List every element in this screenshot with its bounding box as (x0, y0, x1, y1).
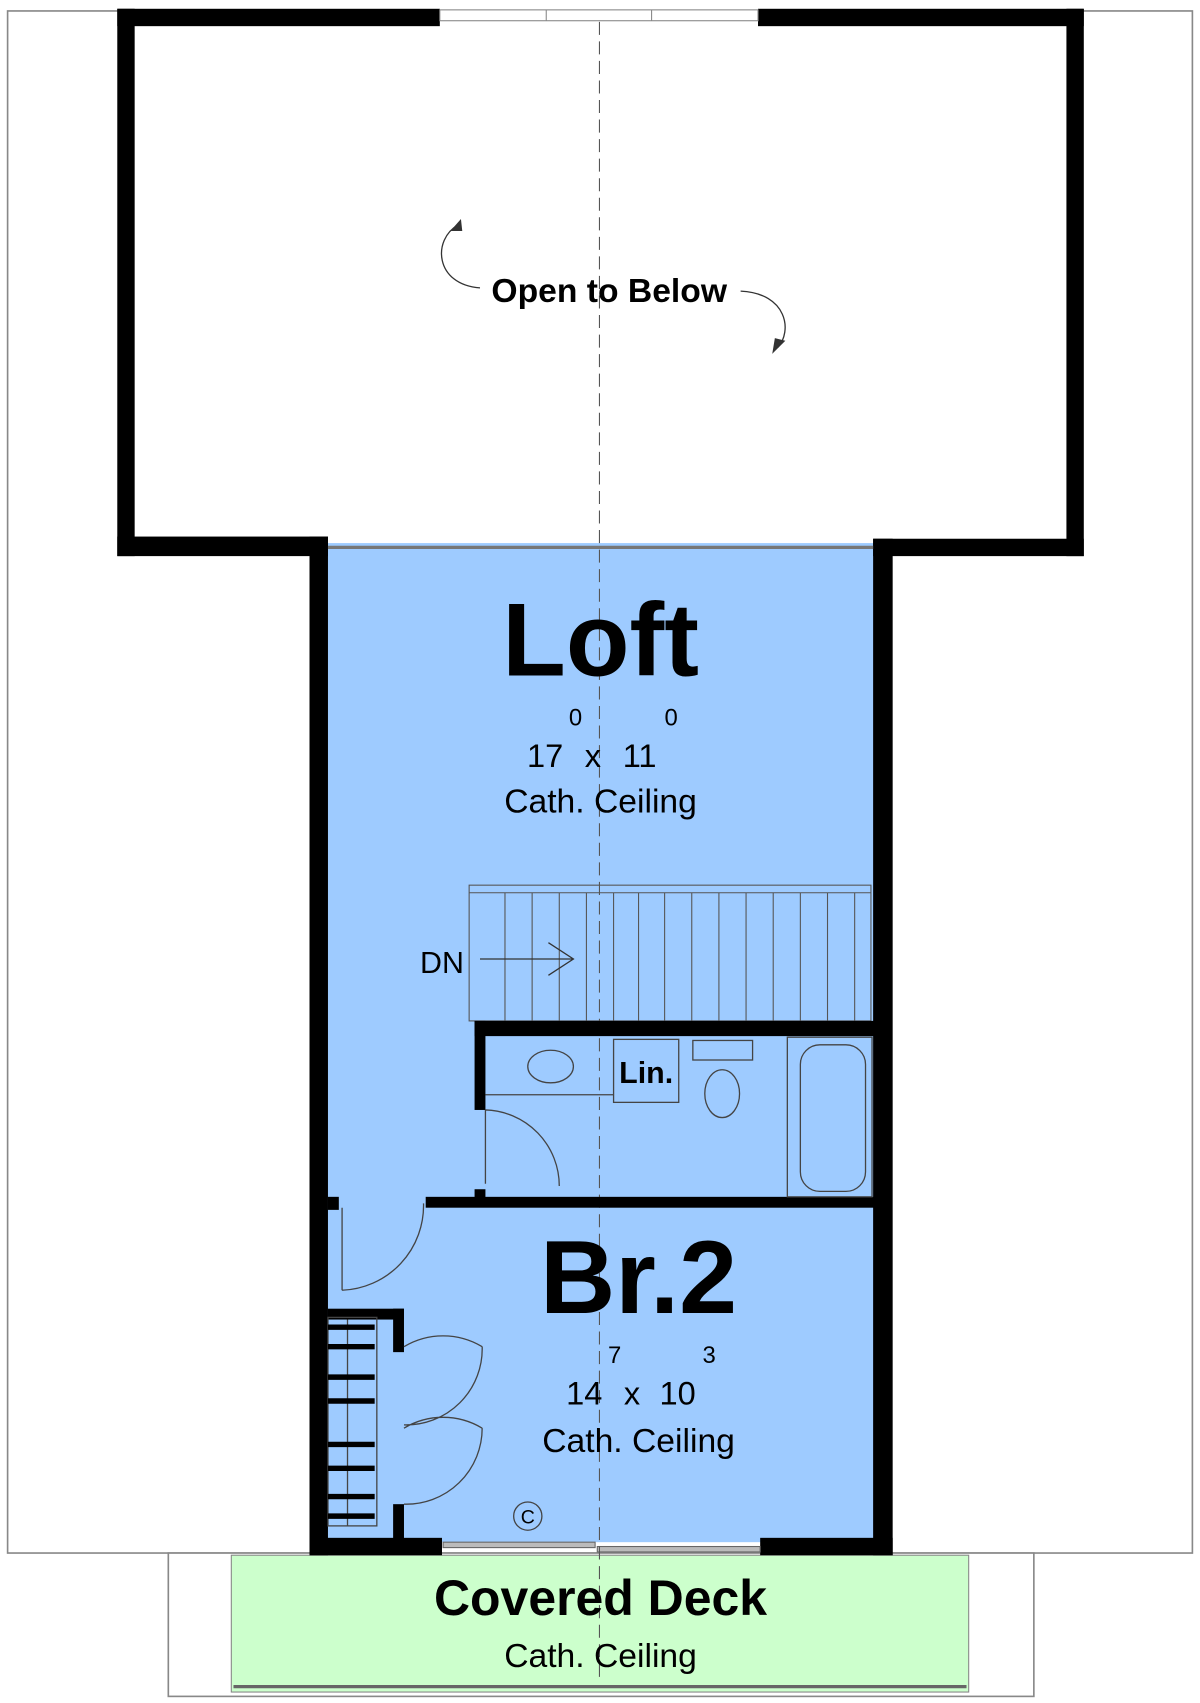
loft-dim-ft-b: 11 (623, 738, 657, 774)
bedroom-dim-x: x (624, 1375, 640, 1411)
toilet-tank (692, 1039, 754, 1061)
bedroom-door-swing (341, 1203, 425, 1291)
loft-floor (325, 543, 876, 1543)
bath-fixtures (327, 1036, 873, 1531)
bedroom-dim-in-b: 3 (702, 1342, 715, 1369)
closet-circle (513, 1501, 543, 1531)
bedroom-dim-in-a: 7 (608, 1342, 621, 1369)
loft-dim-in-a: 0 (569, 705, 582, 732)
open-to-below-arrows (440, 219, 786, 354)
deck-title: Covered Deck (434, 1570, 767, 1626)
loft-title: Loft (502, 583, 699, 699)
linen-label: Lin. (619, 1056, 673, 1090)
stairs-down-label: DN (420, 946, 464, 980)
stairs (468, 884, 872, 1022)
linen-closet (612, 1038, 680, 1104)
bathtub-frame (786, 1036, 873, 1198)
interior-walls (327, 1020, 875, 1543)
bath-door-swing (484, 1109, 560, 1186)
loft-dim-x: x (585, 738, 601, 774)
open-to-below-area (125, 17, 1076, 548)
exterior-walls (117, 8, 1084, 1556)
bedroom-title: Br.2 (540, 1220, 737, 1336)
loft-dim-ft-a: 17 (527, 738, 563, 774)
bedroom-dim-ft-b: 10 (660, 1375, 696, 1411)
bedroom-dim-ft-a: 14 (566, 1375, 602, 1411)
loft-dim-in-b: 0 (664, 705, 677, 732)
open-to-below-label: Open to Below (491, 273, 727, 310)
closet-label: C (521, 1507, 535, 1529)
bathtub-icon (799, 1044, 867, 1193)
bedroom-ceiling: Cath. Ceiling (542, 1423, 735, 1460)
closet-shelves (327, 1324, 375, 1519)
toilet-icon (704, 1069, 741, 1119)
sliding-door (442, 1541, 761, 1553)
stairs-arrow-icon (479, 942, 575, 976)
deck-ceiling: Cath. Ceiling (504, 1638, 697, 1675)
closet-doors (403, 1335, 483, 1505)
loft-ceiling: Cath. Ceiling (504, 783, 697, 820)
window-top (439, 9, 759, 22)
sink-icon (527, 1049, 575, 1084)
